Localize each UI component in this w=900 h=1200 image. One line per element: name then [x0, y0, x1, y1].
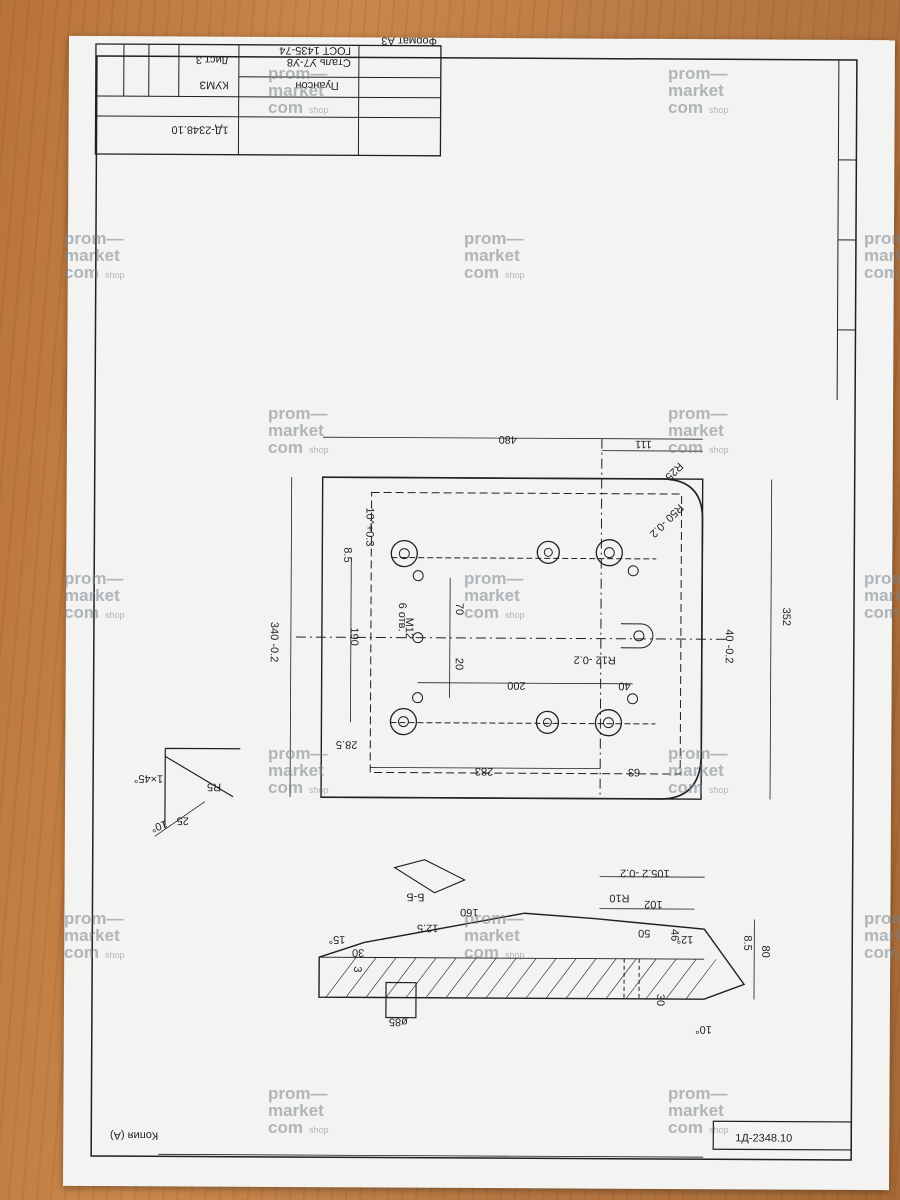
dim-r50: R50 -0.2 [647, 501, 685, 539]
side-stamp-column [836, 59, 840, 400]
center-line-h [295, 636, 726, 640]
section-angle-15: 15° [329, 933, 346, 945]
footer-doc-number: 1Д-2348.10 [735, 1132, 792, 1144]
dim-hole: 10^+0.3 [363, 507, 375, 546]
section-dim-105: 105.2 -0.2 [620, 867, 670, 879]
section-dim-30b: 30 [352, 946, 364, 958]
section-dim-r10: R10 [609, 892, 629, 904]
section-angle-10: 10° [695, 1023, 712, 1035]
center-line-v [599, 438, 603, 799]
slot [620, 623, 654, 649]
section-dim-85: 8.5 [741, 935, 753, 950]
section-angle-12: 12° [677, 933, 694, 945]
hole-group [389, 539, 654, 737]
detail-r5: R5 [207, 781, 221, 793]
footer-copy: Копия (А) [110, 1129, 158, 1141]
section-label: Б-Б [406, 891, 424, 903]
dim-63: 63 [628, 766, 640, 778]
title-sheet: Лист 3 [196, 54, 229, 66]
inner-dashed [369, 491, 683, 775]
title-code: КУМЗ [199, 79, 229, 91]
dim-352: 352 [780, 608, 792, 626]
detail-25: 25 [177, 814, 189, 826]
title-standard: ГОСТ 1435-74 [279, 44, 351, 56]
technical-drawing: 1Д-2348.10 Пуансон Сталь У7-У8 ГОСТ 1435… [90, 36, 858, 1161]
dim-340: 340 -0.2 [268, 622, 280, 662]
dim-283: 283 [475, 765, 493, 777]
dim-r12: R12 -0.2 [574, 653, 616, 665]
detail-view: 1×45° R5 10° 25 [134, 747, 241, 837]
dim-slot-40: 40 -0.2 [723, 629, 735, 663]
dim-480: 480 [499, 433, 517, 445]
section-dim-46: 46 [668, 929, 680, 941]
section-dim-102: 102 [644, 898, 662, 910]
dim-285: 28.5 [336, 738, 357, 750]
dim-111: 111 [635, 438, 652, 450]
footer-box [712, 1120, 852, 1151]
drawing-frame [90, 55, 858, 1161]
title-part-name: Пуансон [295, 79, 338, 91]
section-dim-80: 80 [759, 945, 771, 957]
section-dim-3: 3 [351, 966, 363, 972]
detail-angle-10: 10° [149, 817, 169, 834]
title-doc-number: 1Д-2348.10 [171, 123, 228, 135]
title-material: Сталь У7-У8 [287, 56, 351, 68]
section-dim-diam: ø85 [389, 1016, 408, 1028]
drawing-sheet: 1Д-2348.10 Пуансон Сталь У7-У8 ГОСТ 1435… [62, 35, 896, 1191]
dim-70-lower: 20 [453, 658, 465, 670]
dim-holes-note: 6 отв. [396, 603, 408, 632]
dim-85: 8.5 [341, 547, 353, 562]
detail-angle-45: 1×45° [134, 772, 163, 784]
section-marker [393, 859, 466, 894]
dim-200: 200 [507, 679, 525, 691]
section-dim-50: 50 [638, 927, 650, 939]
title-format: Формат А3 [381, 36, 437, 47]
plate-contour [321, 476, 704, 800]
section-dim-160: 160 [460, 906, 478, 918]
dim-thread: M12 [403, 618, 415, 639]
section-view: Б-Б 105.2 -0.2 102 R10 80 8.5 30 50 160 … [318, 859, 771, 1035]
dim-190: 190 [348, 627, 360, 645]
dim-40: 40 [618, 680, 630, 692]
section-pin [385, 981, 417, 1019]
section-dim-125: 12.5 [417, 922, 438, 934]
title-block: 1Д-2348.10 Пуансон Сталь У7-У8 ГОСТ 1435… [94, 36, 442, 157]
dim-70-upper: 70 [453, 603, 465, 615]
section-dim-30: 30 [654, 994, 666, 1006]
